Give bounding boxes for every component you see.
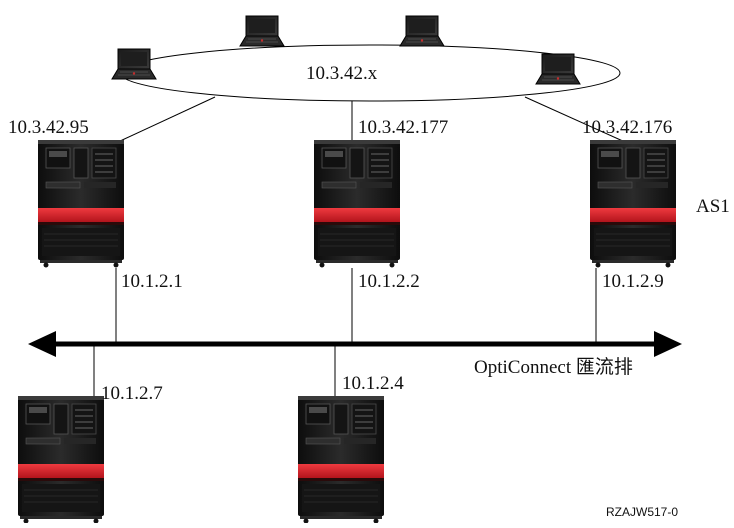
server-2-bus-ip: 10.1.2.2 xyxy=(358,271,420,292)
server-icon xyxy=(589,139,677,268)
server-3-lan-ip: 10.3.42.176 xyxy=(582,117,673,138)
server-1-lan-ip: 10.3.42.95 xyxy=(8,117,89,138)
server-icon xyxy=(17,395,105,524)
laptop-icon xyxy=(111,48,157,80)
system-label: AS1 xyxy=(696,196,730,217)
bus-label: OptiConnect 匯流排 xyxy=(474,357,633,378)
server-icon xyxy=(37,139,125,268)
server-2-lan-ip: 10.3.42.177 xyxy=(358,117,449,138)
server-icon xyxy=(313,139,401,268)
lan-label: 10.3.42.x xyxy=(306,63,378,84)
server-5-bus-ip: 10.1.2.4 xyxy=(342,373,404,394)
server-4-bus-ip: 10.1.2.7 xyxy=(101,383,163,404)
lan-link-1 xyxy=(117,96,216,143)
bus-arrow-left xyxy=(28,331,56,357)
bus-arrow-right xyxy=(654,331,682,357)
server-3-bus-ip: 10.1.2.9 xyxy=(602,271,664,292)
figure-id: RZAJW517-0 xyxy=(606,505,679,519)
laptop-icon xyxy=(535,53,581,85)
server-icon xyxy=(297,395,385,524)
server-1-bus-ip: 10.1.2.1 xyxy=(121,271,183,292)
laptop-icon xyxy=(239,15,285,47)
laptop-icon xyxy=(399,15,445,47)
lan-link-3 xyxy=(524,96,626,143)
